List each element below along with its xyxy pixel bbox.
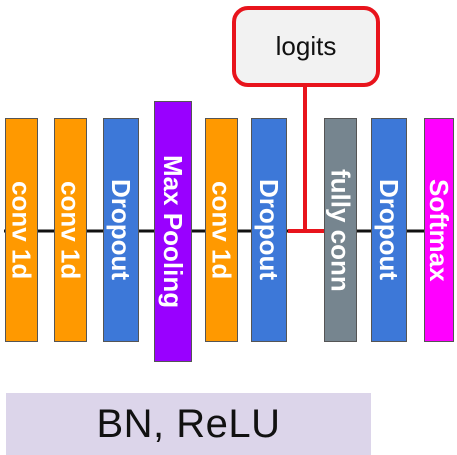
layer-conv1d-2: conv 1d — [54, 118, 87, 342]
layer-softmax: Softmax — [424, 118, 454, 342]
layer-label: conv 1d — [6, 180, 37, 280]
bn-relu-box: BN, ReLU — [6, 393, 371, 455]
layer-label: conv 1d — [55, 180, 86, 280]
layer-conv1d-3: conv 1d — [205, 118, 238, 342]
layer-max-pooling: Max Pooling — [154, 101, 192, 362]
logits-box: logits — [232, 6, 380, 87]
layer-label: Softmax — [424, 178, 454, 282]
layer-label: Dropout — [254, 179, 284, 281]
layer-dropout-1: Dropout — [103, 118, 139, 342]
logits-label: logits — [275, 31, 337, 61]
layer-dropout-3: Dropout — [371, 118, 407, 342]
layer-label: Dropout — [374, 179, 404, 281]
layer-dropout-2: Dropout — [251, 118, 287, 342]
layer-label: Dropout — [106, 179, 136, 281]
bn-relu-label: BN, ReLU — [96, 401, 281, 446]
layer-label: fully conn — [325, 168, 356, 292]
layer-conv1d-1: conv 1d — [5, 118, 38, 342]
layer-label: Max Pooling — [158, 154, 188, 309]
layer-label: conv 1d — [206, 180, 237, 280]
layer-fully-connected: fully conn — [324, 118, 357, 342]
